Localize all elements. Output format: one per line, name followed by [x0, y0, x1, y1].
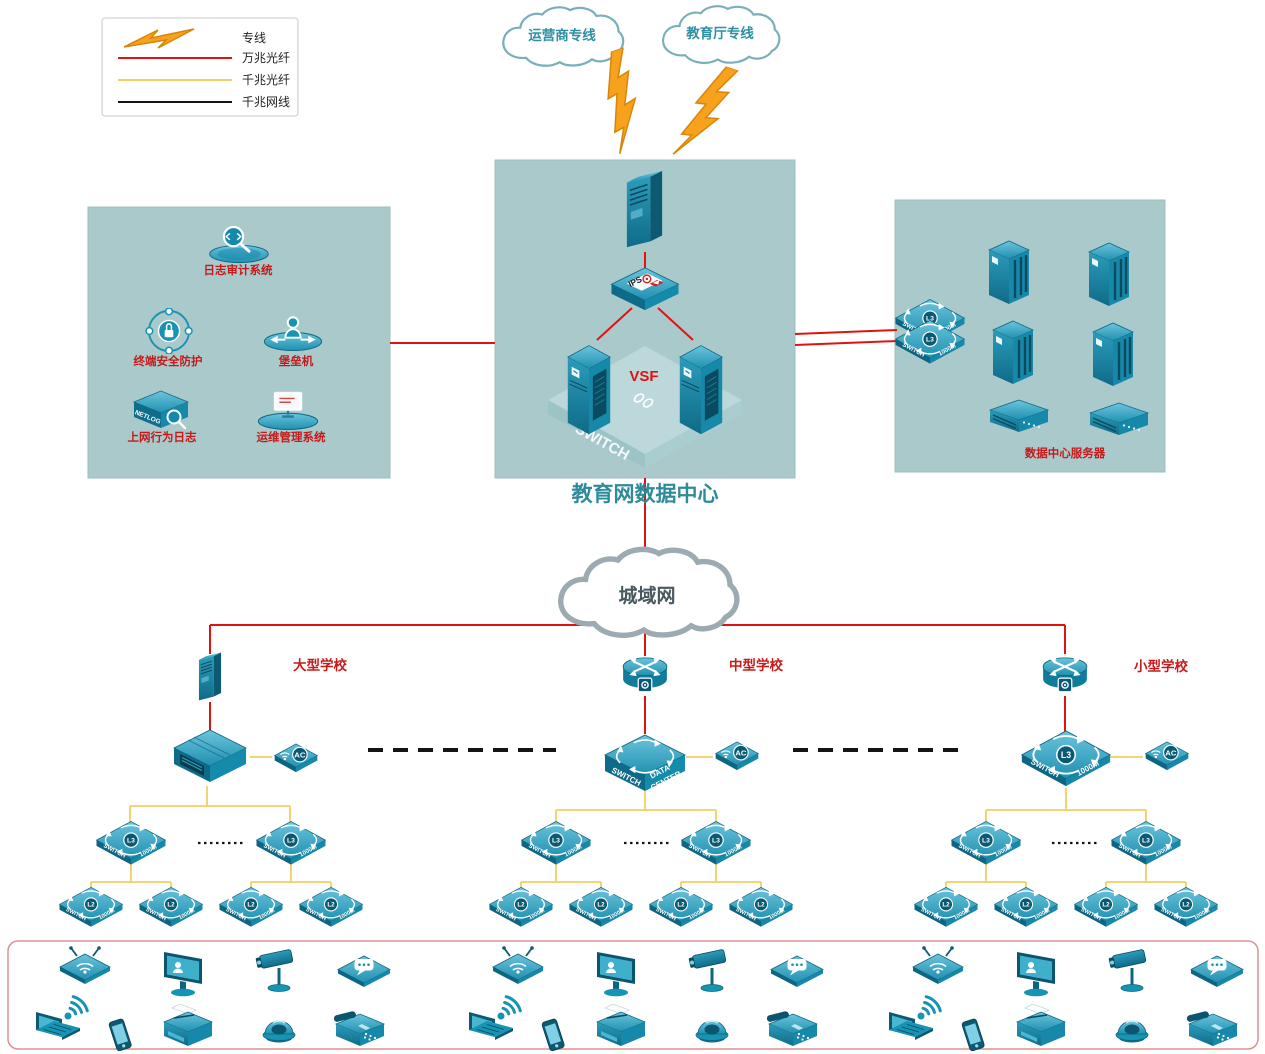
medium-school-ac-icon: [715, 741, 759, 771]
server-zone-title: 数据中心服务器: [1025, 446, 1106, 460]
terminal-protection-label: 终端安全防护: [134, 354, 203, 368]
datacenter-title: 教育网数据中心: [572, 482, 719, 506]
dc-server-icon: [1091, 321, 1135, 388]
large-school-label: 大型学校: [293, 657, 347, 673]
dc-server-icon: [991, 319, 1035, 386]
l2-switch-icon: [1075, 887, 1138, 926]
legend-label-1g: 千兆光纤: [242, 73, 290, 87]
large-school-firewall-icon: [198, 651, 222, 702]
medium-school-core-icon: [605, 735, 685, 792]
log-audit-label: 日志审计系统: [204, 263, 273, 277]
bastion-host-label: 堡垒机: [279, 354, 314, 368]
cable-links: [198, 748, 1098, 845]
metro-cloud-label: 城域网: [618, 584, 675, 607]
small-school-core-icon: [1022, 731, 1110, 786]
medium-school-router-icon: [622, 656, 668, 693]
l2-switch-icon: [730, 887, 793, 926]
vsf-server-right-icon: [679, 344, 723, 435]
l2-switch-icon: [300, 887, 363, 926]
l3-switch-icon: [257, 821, 326, 864]
legend-label-cable: 千兆网线: [242, 95, 290, 109]
lightning-education-icon: [672, 58, 739, 167]
carrier-cloud-label: 运营商专线: [528, 27, 596, 43]
l3-switch-icon: [522, 821, 591, 864]
lightning-carrier-icon: [588, 46, 655, 155]
legend: 专线 万兆光纤 千兆光纤 千兆网线: [101, 17, 299, 117]
dc-server-icon: [987, 239, 1031, 306]
small-school-ac-icon: [1145, 741, 1189, 771]
behavior-log-label: 上网行为日志: [128, 430, 197, 444]
l2-switch-icon: [140, 887, 203, 926]
education-cloud-label: 教育厅专线: [686, 25, 754, 41]
l2-switch-icon: [650, 887, 713, 926]
l2-switch-icon: [995, 887, 1058, 926]
l3-switch-icon: [682, 821, 751, 864]
l2-switch-icon: [220, 887, 283, 926]
legend-label-dedicated: 专线: [242, 30, 266, 45]
l3-switch-icon: [97, 821, 166, 864]
legend-label-10g: 万兆光纤: [242, 51, 290, 65]
large-school-core-icon: [173, 729, 247, 783]
vsf-label: VSF: [629, 368, 658, 385]
l2-switch-icon: [490, 887, 553, 926]
small-school-label: 小型学校: [1134, 658, 1188, 674]
vsf-server-left-icon: [567, 344, 611, 435]
l2-switch-icon: [1155, 887, 1218, 926]
medium-school-label: 中型学校: [729, 657, 783, 673]
dc-server-icon: [1087, 241, 1131, 308]
l2-switch-icon: [570, 887, 633, 926]
l3-switch-icon: [1112, 821, 1181, 864]
vsf-link-icon: [633, 393, 654, 408]
l2-switch-icon: [60, 887, 123, 926]
lightning-legend-icon: [123, 28, 195, 49]
large-school-ac-icon: [274, 743, 318, 773]
l3-switch-icon: [952, 821, 1021, 864]
small-school-router-icon: [1042, 656, 1088, 693]
ops-management-label: 运维管理系统: [257, 430, 326, 444]
l2-switch-icon: [915, 887, 978, 926]
core-firewall-icon: [626, 170, 663, 249]
